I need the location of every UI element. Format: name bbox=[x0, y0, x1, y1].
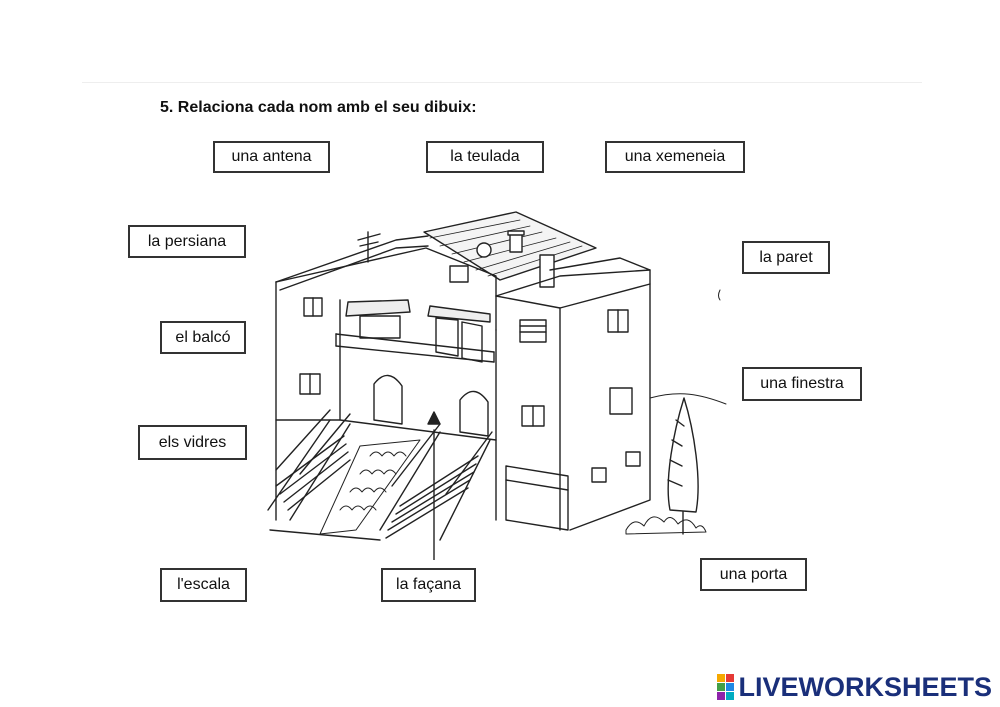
antenna-icon bbox=[357, 231, 381, 263]
window-icon bbox=[519, 309, 641, 483]
arrow-icon bbox=[427, 411, 441, 560]
plants-icon bbox=[319, 439, 421, 535]
brand-name: LIVEWORKSHEETS bbox=[738, 671, 992, 702]
label-una-porta[interactable]: una porta bbox=[700, 558, 807, 591]
label-la-facana[interactable]: la façana bbox=[381, 568, 476, 602]
label-una-antena[interactable]: una antena bbox=[213, 141, 330, 173]
front-door-icon bbox=[373, 374, 489, 437]
label-els-vidres[interactable]: els vidres bbox=[138, 425, 247, 460]
label-la-persiana[interactable]: la persiana bbox=[128, 225, 246, 258]
tree-icon bbox=[667, 397, 699, 535]
bush-icon bbox=[625, 516, 707, 535]
house-illustration bbox=[267, 211, 727, 560]
balcony-icon bbox=[335, 299, 495, 363]
label-la-teulada[interactable]: la teulada bbox=[426, 141, 544, 173]
stairs-icon bbox=[267, 409, 493, 541]
liveworksheets-logo: LIVEWORKSHEETS bbox=[717, 671, 992, 702]
exercise-title: 5. Relaciona cada nom amb el seu dibuix: bbox=[160, 99, 477, 116]
label-el-balco[interactable]: el balcó bbox=[160, 321, 246, 354]
top-divider bbox=[82, 82, 922, 83]
label-una-finestra[interactable]: una finestra bbox=[742, 367, 862, 401]
label-una-xemeneia[interactable]: una xemeneia bbox=[605, 141, 745, 173]
label-la-paret[interactable]: la paret bbox=[742, 241, 830, 274]
logo-blocks-icon bbox=[717, 674, 735, 700]
garage-door-icon bbox=[505, 465, 569, 531]
label-l-escala[interactable]: l'escala bbox=[160, 568, 247, 602]
